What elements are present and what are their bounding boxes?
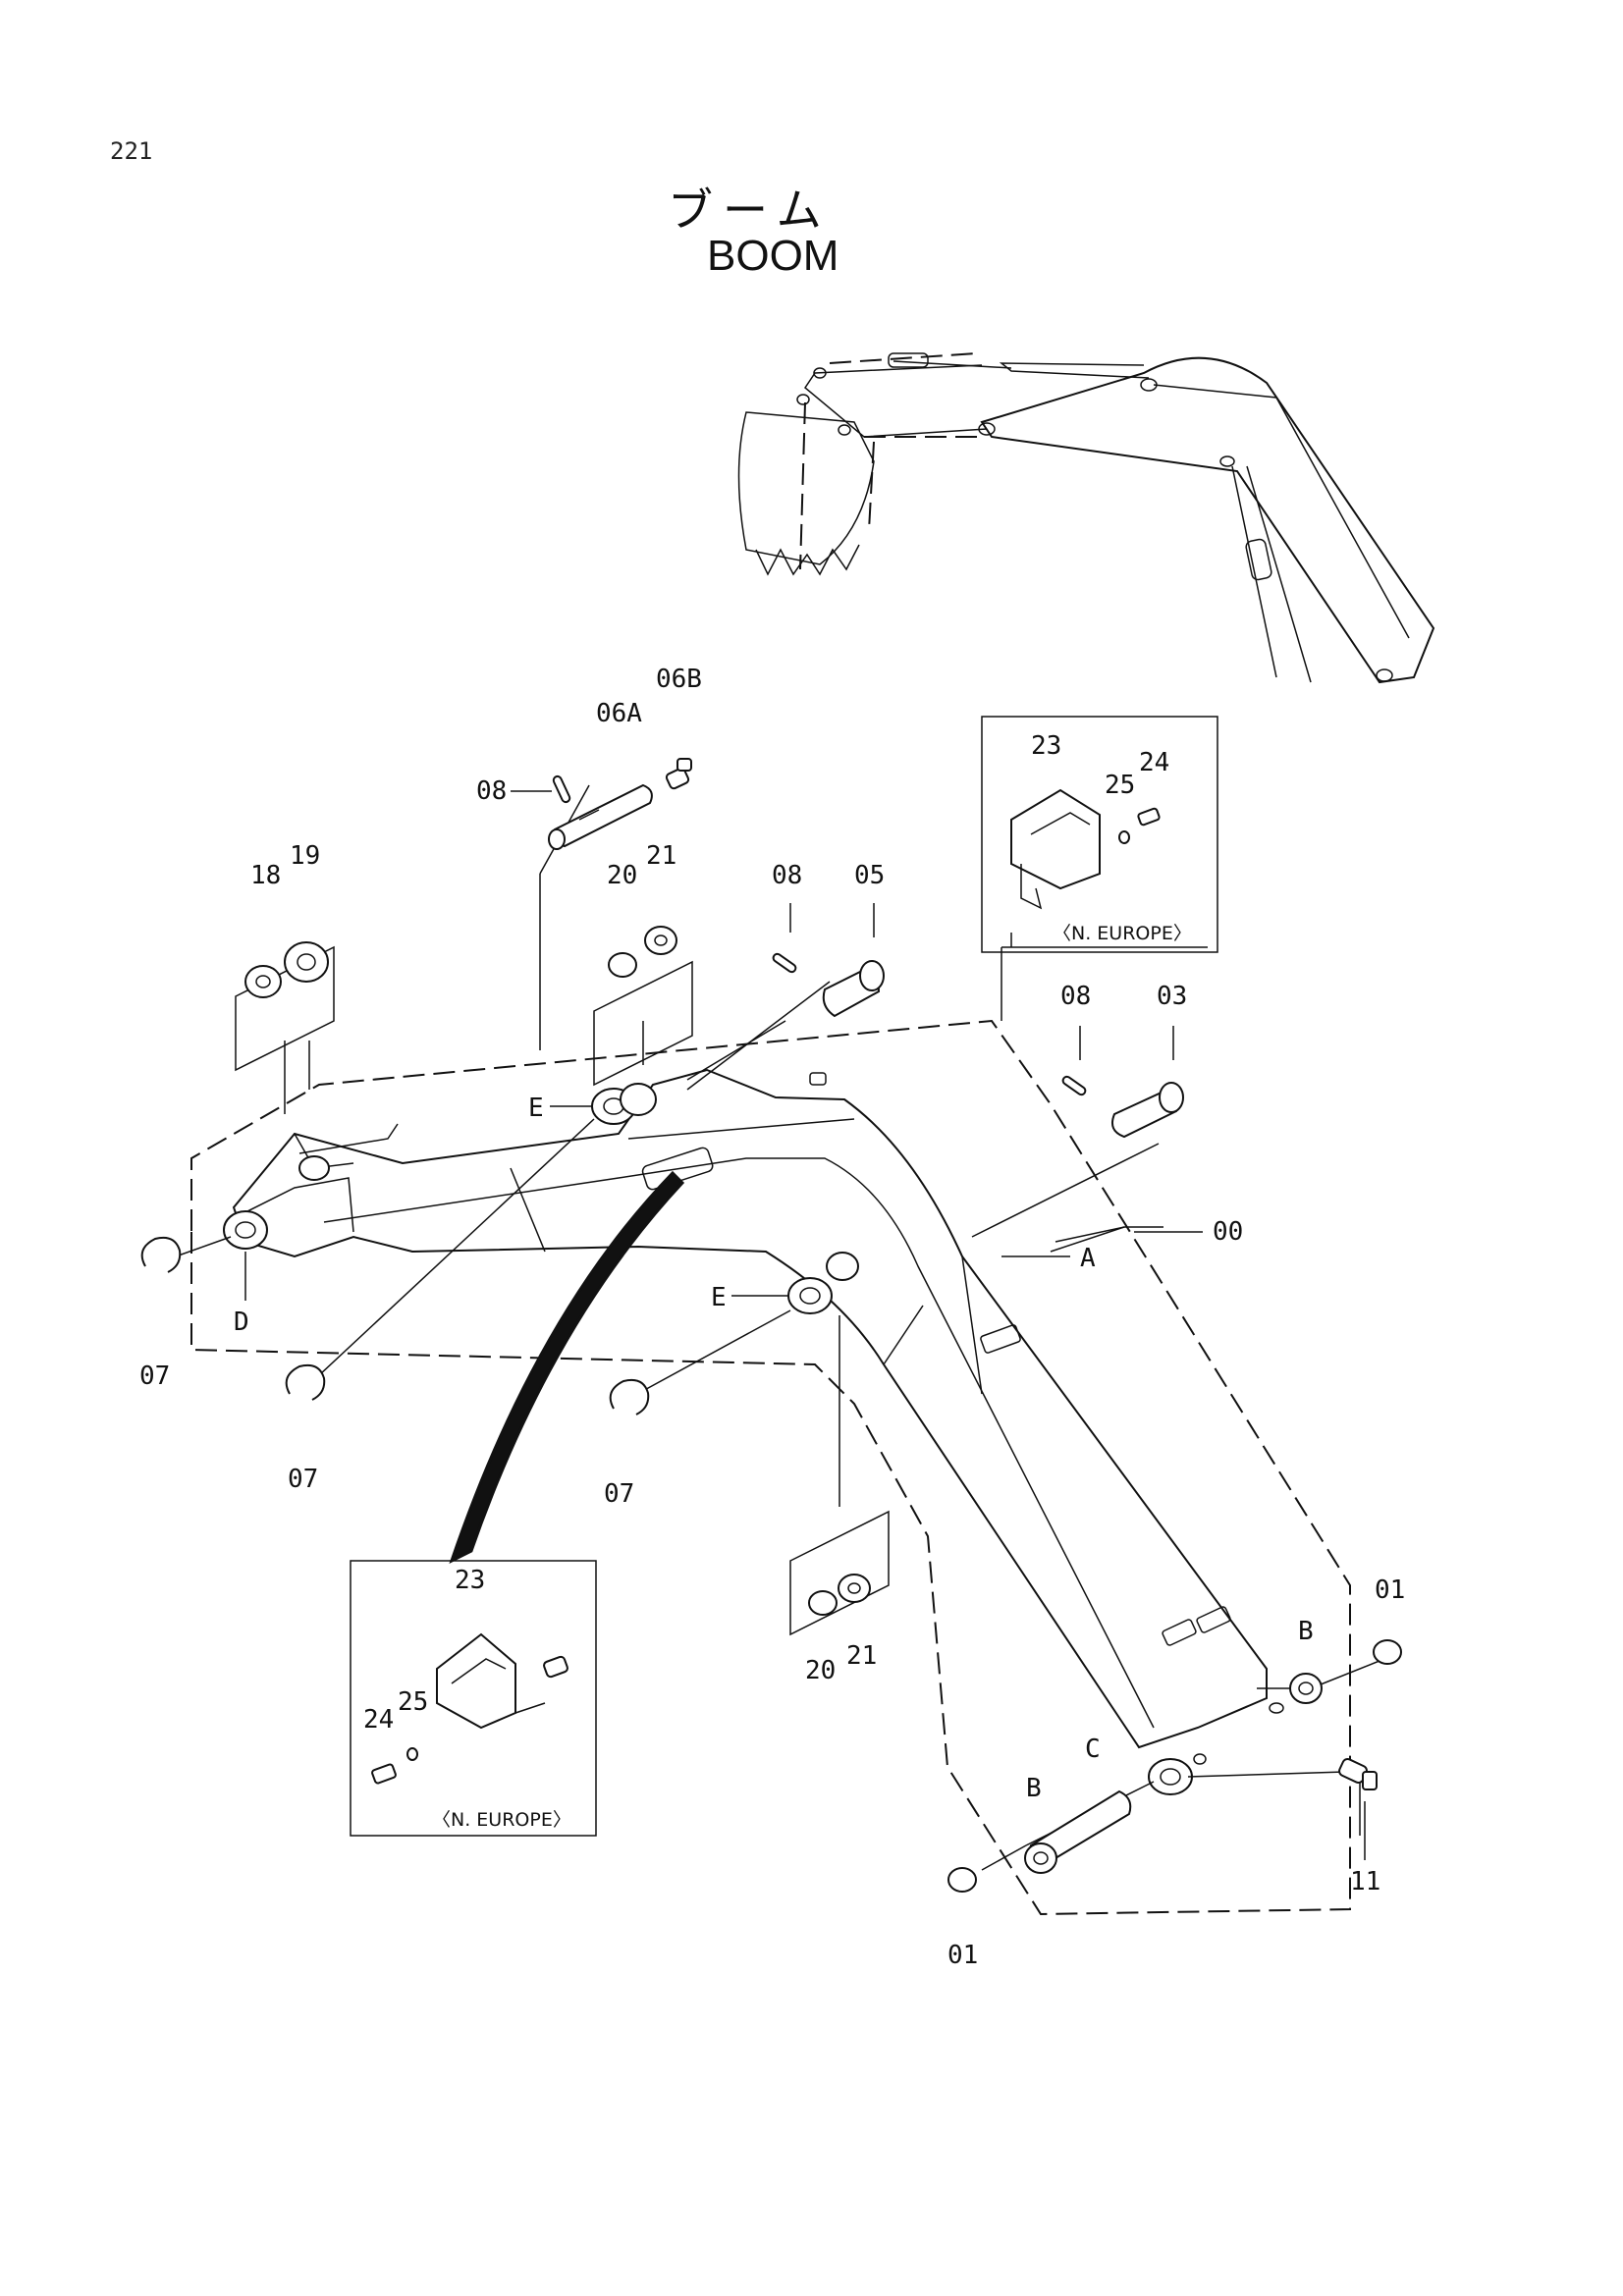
- label-D: D: [234, 1308, 249, 1337]
- excavator-overview-sketch: [737, 352, 1435, 684]
- callout-07-middle: 07: [288, 1465, 318, 1494]
- callout-01-right: 01: [1375, 1575, 1405, 1605]
- callout-07-right: 07: [604, 1479, 634, 1509]
- callout-24-top: 24: [1139, 748, 1169, 777]
- callout-03: 03: [1157, 982, 1187, 1011]
- label-B-right: B: [1298, 1617, 1314, 1646]
- title-japanese: ブーム: [668, 184, 832, 237]
- n-europe-inset-top: [981, 716, 1218, 953]
- callout-06B: 06B: [656, 665, 702, 694]
- callout-23-bottom: 23: [455, 1566, 485, 1595]
- boom-assembly-outline: [190, 1019, 1351, 1916]
- n-europe-inset-bottom: [350, 1170, 685, 1837]
- boom-assembly: [223, 1068, 1284, 1795]
- leader-lines: [161, 784, 1385, 1871]
- callout-05: 05: [854, 861, 885, 890]
- callout-08-top: 08: [476, 776, 507, 806]
- callout-01-left: 01: [947, 1941, 978, 1970]
- callout-23-top: 23: [1031, 731, 1061, 761]
- callout-06A: 06A: [596, 699, 642, 728]
- callout-00: 00: [1213, 1217, 1243, 1247]
- callout-25-top: 25: [1105, 771, 1135, 800]
- page-number: 221: [110, 137, 153, 165]
- callout-24-bottom: 24: [363, 1705, 394, 1735]
- callout-25-bottom: 25: [398, 1687, 428, 1717]
- callout-21-upper: 21: [646, 841, 676, 871]
- label-C: C: [1085, 1735, 1101, 1764]
- callout-19: 19: [290, 841, 320, 871]
- label-E-upper: E: [528, 1094, 544, 1123]
- region-label-n-europe-bottom: 〈N. EUROPE〉: [432, 1809, 571, 1831]
- callout-11: 11: [1350, 1867, 1380, 1896]
- callout-08-right: 08: [1060, 982, 1091, 1011]
- label-E-lower: E: [711, 1283, 727, 1312]
- callout-labels: 00 01 01 03 05 06A 06B 07 07 07 08 08 08…: [139, 665, 1405, 1970]
- loose-parts: [140, 758, 1402, 1893]
- callout-07-left: 07: [139, 1362, 170, 1391]
- label-B-left: B: [1026, 1774, 1042, 1803]
- region-label-n-europe-top: 〈N. EUROPE〉: [1053, 923, 1192, 944]
- callout-21-lower: 21: [846, 1641, 877, 1671]
- title-english: BOOM: [707, 232, 839, 280]
- callout-20-lower: 20: [805, 1656, 836, 1685]
- label-A: A: [1080, 1244, 1096, 1273]
- callout-20-upper: 20: [607, 861, 637, 890]
- callout-18: 18: [250, 861, 281, 890]
- callout-08-middle: 08: [772, 861, 802, 890]
